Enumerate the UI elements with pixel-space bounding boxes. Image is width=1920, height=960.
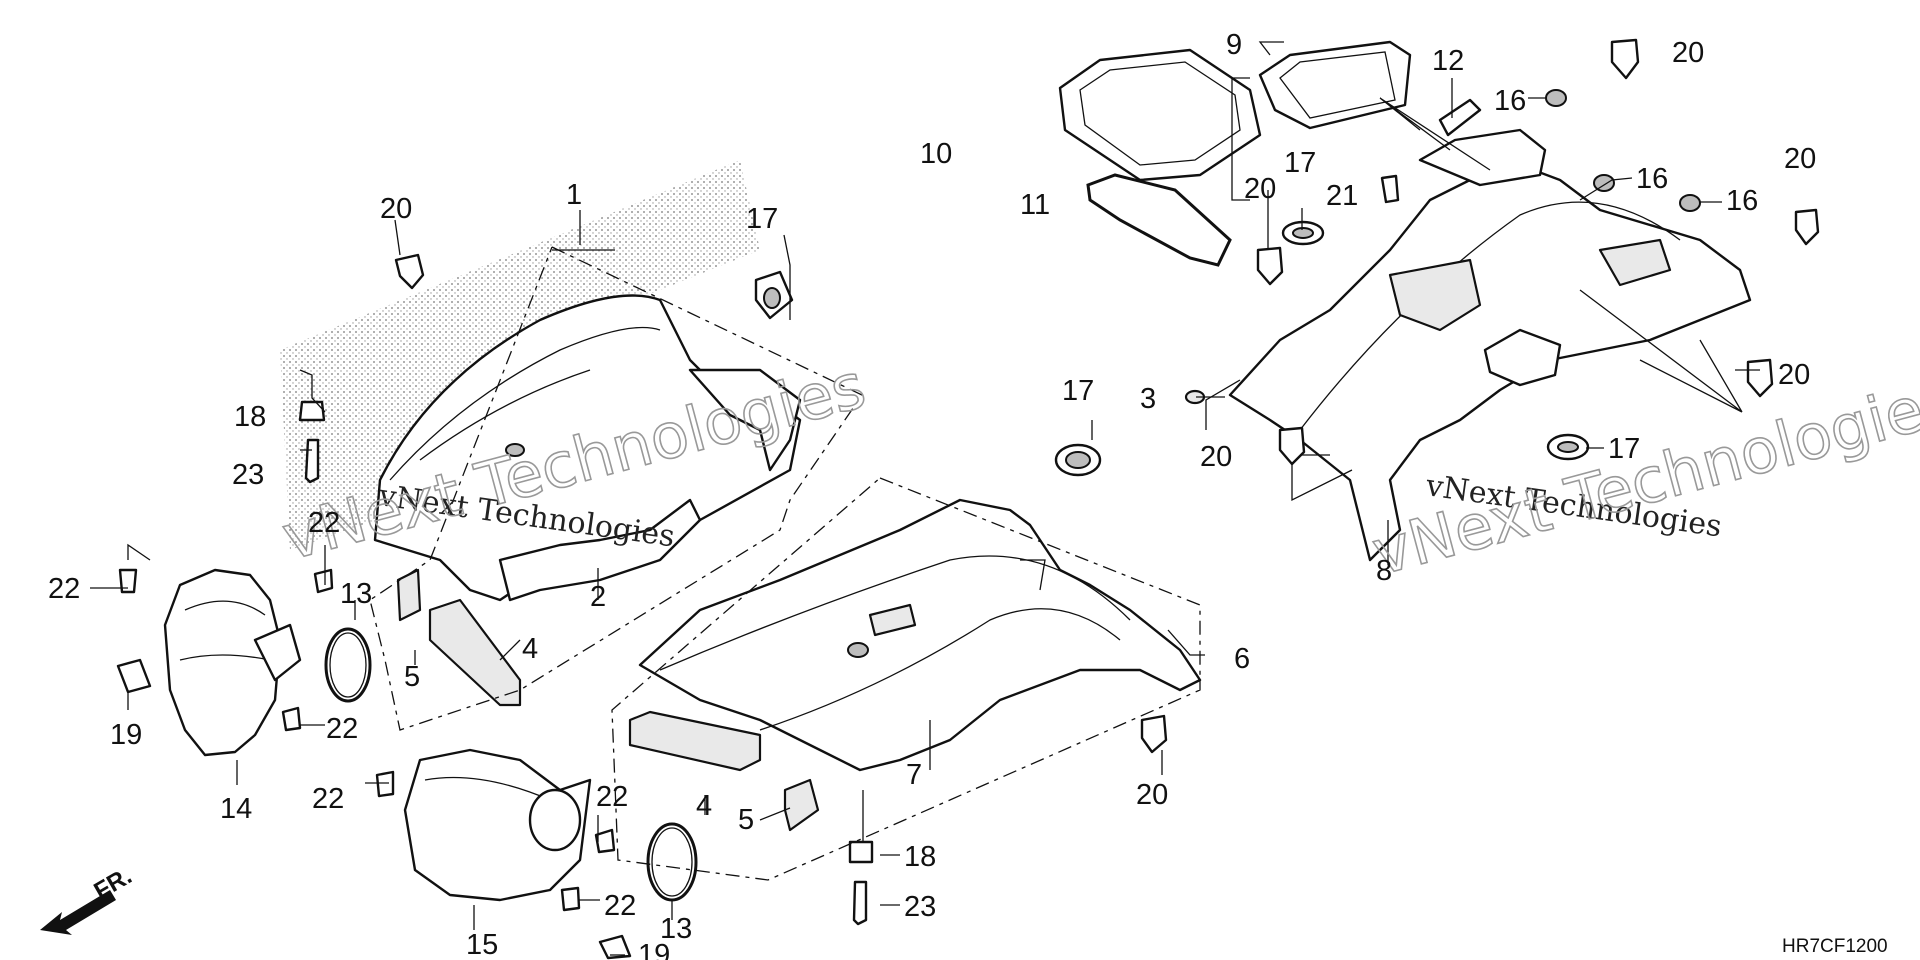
- callout-9: 9: [1226, 29, 1242, 61]
- callout-5: 5: [404, 661, 420, 693]
- part-5-pad-left[interactable]: [396, 568, 422, 622]
- part-14-side-box[interactable]: [163, 568, 302, 757]
- callout-5: 5: [738, 804, 754, 836]
- callout-13: 13: [660, 913, 692, 945]
- part-22-screw-f[interactable]: [560, 886, 581, 912]
- callout-22: 22: [604, 890, 636, 922]
- part-16-nut-b[interactable]: [1593, 174, 1615, 192]
- callout-18: 18: [904, 841, 936, 873]
- drawing-code: HR7CF1200: [1782, 936, 1888, 957]
- assembly-outline-front: [369, 246, 863, 731]
- callout-6: 6: [1234, 643, 1250, 675]
- callout-19: 19: [638, 939, 670, 960]
- part-22-screw-c[interactable]: [281, 706, 302, 732]
- callout-16: 16: [1636, 163, 1668, 195]
- callout-1: 1: [566, 179, 582, 211]
- part-20-clip-b[interactable]: [1140, 714, 1168, 754]
- part-15-side-box[interactable]: [403, 748, 592, 902]
- part-4-foam-left[interactable]: [428, 598, 522, 707]
- callout-labels: 1 2 3 4 4 5 5 6 7 8 9 10 11 12 13 13 14 …: [48, 29, 1816, 960]
- part-17-grommet-right[interactable]: [1546, 433, 1590, 461]
- callout-15: 15: [466, 929, 498, 960]
- callout-14: 14: [220, 793, 252, 825]
- callout-22: 22: [308, 507, 340, 539]
- callout-20: 20: [380, 193, 412, 225]
- part-19-bolt-b[interactable]: [598, 934, 632, 960]
- callout-20: 20: [1244, 173, 1276, 205]
- callout-20: 20: [1672, 37, 1704, 69]
- callout-20: 20: [1778, 359, 1810, 391]
- part-22-screw-e[interactable]: [594, 828, 616, 854]
- callout-22: 22: [326, 713, 358, 745]
- callout-7: 7: [906, 759, 922, 791]
- part-17-grommet-mid[interactable]: [1054, 443, 1102, 477]
- callout-17: 17: [1062, 375, 1094, 407]
- part-22-screw-d[interactable]: [375, 770, 395, 798]
- part-23-bolt-a[interactable]: [304, 438, 320, 484]
- part-8-upper-panel[interactable]: [1228, 128, 1752, 562]
- callout-20: 20: [1784, 143, 1816, 175]
- part-22-screw-a[interactable]: [118, 568, 138, 594]
- part-5-pad-right[interactable]: [783, 778, 820, 832]
- part-13-ring-lower[interactable]: [646, 822, 698, 902]
- callout-10: 10: [920, 138, 952, 170]
- callout-8: 8: [1376, 555, 1392, 587]
- front-direction-arrow-icon: [40, 890, 116, 935]
- part-20-clip-c[interactable]: [1610, 38, 1640, 80]
- part-18-collar-a[interactable]: [298, 400, 326, 422]
- part-16-nut-a[interactable]: [1545, 89, 1567, 107]
- callout-12: 12: [1432, 45, 1464, 77]
- callout-4: 4: [696, 790, 712, 822]
- callout-21: 21: [1326, 180, 1358, 212]
- callout-17: 17: [1608, 433, 1640, 465]
- leader-lines: [90, 41, 1760, 956]
- part-17-grommet-top[interactable]: [1281, 220, 1325, 246]
- callout-18: 18: [234, 401, 266, 433]
- part-17-grommet-left[interactable]: [754, 270, 794, 320]
- callout-17: 17: [1284, 147, 1316, 179]
- callout-22: 22: [48, 573, 80, 605]
- callout-16: 16: [1494, 85, 1526, 117]
- part-13-ring-upper[interactable]: [324, 627, 372, 703]
- part-10-lid[interactable]: [1058, 48, 1262, 182]
- callout-2: 2: [590, 581, 606, 613]
- part-12-clip[interactable]: [1438, 98, 1482, 137]
- part-21-screw[interactable]: [1380, 174, 1400, 204]
- part-20-clip-a[interactable]: [394, 253, 425, 290]
- callout-20: 20: [1136, 779, 1168, 811]
- part-18-collar-b[interactable]: [848, 840, 874, 864]
- part-22-screw-b[interactable]: [313, 568, 334, 594]
- callout-16: 16: [1726, 185, 1758, 217]
- part-19-bolt-a[interactable]: [116, 658, 152, 694]
- part-1-front-cover[interactable]: [373, 294, 802, 602]
- part-16-nut-c[interactable]: [1679, 194, 1701, 212]
- callout-19: 19: [110, 719, 142, 751]
- callout-22: 22: [596, 781, 628, 813]
- callout-13: 13: [340, 578, 372, 610]
- part-9-small-cover[interactable]: [1258, 40, 1412, 130]
- callout-4: 4: [522, 633, 538, 665]
- part-11-gasket[interactable]: [1086, 173, 1232, 267]
- part-7-rear-fender[interactable]: [638, 498, 1202, 772]
- callout-20: 20: [1200, 441, 1232, 473]
- part-2-bracket[interactable]: [498, 498, 702, 602]
- part-20-clip-f[interactable]: [1256, 246, 1284, 286]
- callout-23: 23: [232, 459, 264, 491]
- callout-11: 11: [1020, 189, 1050, 221]
- part-4-foam-right[interactable]: [628, 710, 762, 772]
- part-20-clip-d[interactable]: [1794, 208, 1820, 246]
- part-20-clip-g[interactable]: [1278, 426, 1306, 466]
- callout-22: 22: [312, 783, 344, 815]
- assembly-outline-rear: [611, 477, 1201, 881]
- callout-17: 17: [746, 203, 778, 235]
- part-20-clip-e[interactable]: [1746, 358, 1774, 398]
- callout-23: 23: [904, 891, 936, 923]
- callout-3: 3: [1140, 383, 1156, 415]
- part-23-bolt-b[interactable]: [852, 880, 868, 926]
